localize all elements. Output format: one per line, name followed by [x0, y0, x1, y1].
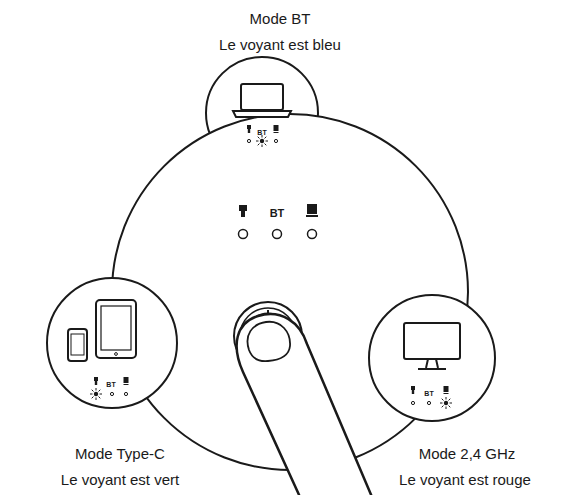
phone-icon: [68, 329, 87, 361]
mode-circle: Mode 2,4 GHzLe voyant est rougeBT: [367, 293, 497, 423]
mode-title: Mode 2,4 GHz: [419, 446, 516, 463]
indicator-label: BT: [270, 207, 285, 219]
mode-circle: BT: [110, 112, 470, 472]
mode-title: Mode Type-C: [75, 446, 165, 463]
tablet-icon: [96, 300, 136, 358]
circle-outline: [204, 55, 320, 171]
circle-outline: [369, 295, 495, 421]
mode-description: Le voyant est bleu: [219, 37, 341, 54]
mode-circle: Mode Type-CLe voyant est vertBT: [45, 276, 179, 410]
circle-outline: [367, 293, 497, 423]
circle-outline: [110, 112, 470, 472]
circle-outline: [47, 278, 177, 408]
indicator-label: BT: [106, 381, 115, 389]
mode-description: Le voyant est rouge: [399, 472, 531, 489]
indicator-label: BT: [424, 390, 433, 398]
mode-description: Le voyant est vert: [61, 472, 179, 489]
laptop-icon: [233, 84, 291, 117]
indicator-label: BT: [257, 129, 266, 137]
mode-title: Mode BT: [250, 11, 311, 28]
circle-outline: [45, 276, 179, 410]
mode-circle: Mode BTLe voyant est bleuBT: [204, 55, 320, 171]
